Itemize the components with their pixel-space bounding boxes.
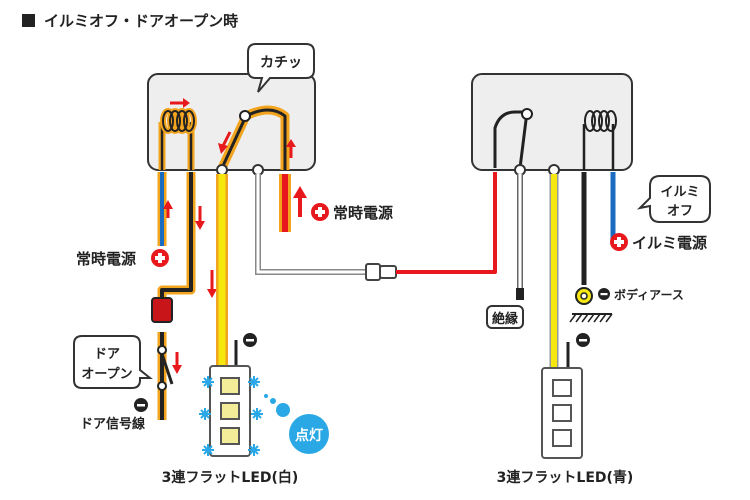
blue-led-module (541, 342, 583, 459)
diagram-title: イルミオフ・ドアオープン時 (44, 12, 238, 30)
minus-icon-ground (598, 288, 610, 300)
door-switch (157, 345, 174, 391)
left-relay-contact (217, 105, 290, 170)
constant-power-label-left: 常時電源 (76, 250, 136, 268)
title-square-marker (22, 14, 35, 27)
plus-icon-constant-power-left (151, 249, 169, 267)
door-signal-label: ドア信号線 (80, 416, 146, 432)
plus-icon-constant-power-right (311, 203, 329, 221)
lit-label: 点灯 (295, 427, 323, 444)
insulated-label: 絶縁 (491, 311, 518, 327)
white-led-caption: 3連フラットLED(白) (162, 469, 299, 486)
body-ground-terminal (569, 287, 613, 323)
minus-icon-white-led (243, 333, 257, 347)
illumi-off-label-line1: イルミ (660, 185, 699, 200)
contact-current-arrowhead (218, 143, 228, 154)
right-relay-coil (582, 110, 617, 170)
door-open-bubble: ドア オープン (73, 335, 153, 389)
contact-current-arrow (221, 131, 232, 147)
illumi-off-bubble: イルミ オフ (636, 175, 711, 223)
right-relay-contact (493, 108, 533, 169)
inline-fuse (151, 297, 173, 323)
constant-power-label-right: 常時電源 (333, 204, 393, 222)
click-speech-bubble: カチッ (247, 43, 315, 93)
constant-power-arrowhead (293, 186, 307, 198)
minus-icon-blue-led (576, 333, 590, 347)
wire-connector (365, 263, 397, 281)
plus-icon-illumi-power (610, 233, 628, 251)
click-label: カチッ (260, 55, 302, 71)
link-wire (256, 174, 368, 274)
left-relay-coil (158, 108, 197, 170)
illumi-power-label: イルミ電源 (632, 234, 707, 252)
blue-led-caption: 3連フラットLED(青) (497, 469, 634, 486)
body-ground-label: ボディアース (614, 287, 684, 302)
contact-up-arrowhead (286, 139, 296, 147)
coil-circuit-arrows (163, 200, 217, 374)
glow-sparkles (199, 376, 263, 456)
link-wire-outline (255, 174, 368, 275)
lit-indicator-dots (264, 394, 290, 417)
coil-current-arrowhead (183, 98, 190, 108)
illumi-off-label-line2: オフ (667, 204, 693, 219)
insulated-end-cap (516, 288, 524, 300)
minus-icon-door (134, 398, 148, 412)
lit-badge (289, 414, 329, 454)
door-open-label-line2: オープン (81, 367, 132, 382)
insulated-tag (486, 305, 524, 329)
white-led-module (209, 340, 251, 457)
door-open-label-line1: ドア (94, 347, 120, 362)
right-relay-red-wire (396, 172, 497, 274)
